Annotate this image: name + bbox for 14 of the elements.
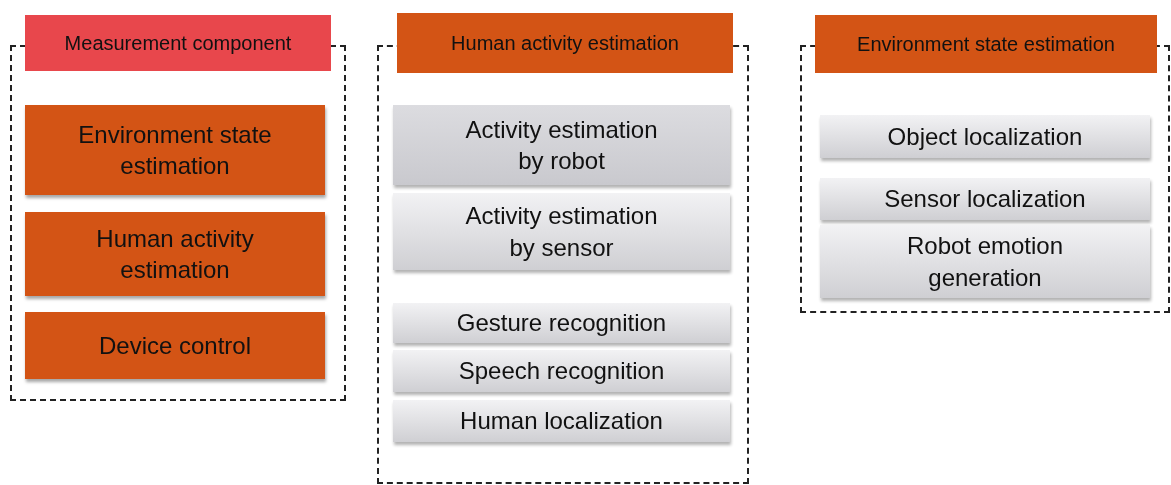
group-heading: Measurement component [25, 15, 331, 71]
process-box: Speech recognition [393, 350, 730, 392]
process-box: Sensor localization [820, 178, 1150, 220]
group-heading: Environment state estimation [815, 15, 1157, 73]
group-heading: Human activity estimation [397, 13, 733, 73]
process-box: Object localization [820, 115, 1150, 158]
process-box: Robot emotion generation [820, 225, 1150, 298]
process-box: Environment state estimation [25, 105, 325, 195]
process-box: Activity estimation by robot [393, 105, 730, 185]
process-box: Device control [25, 312, 325, 379]
process-box: Human activity estimation [25, 212, 325, 296]
process-box: Human localization [393, 400, 730, 442]
process-box: Activity estimation by sensor [393, 193, 730, 270]
process-box: Gesture recognition [393, 303, 730, 343]
